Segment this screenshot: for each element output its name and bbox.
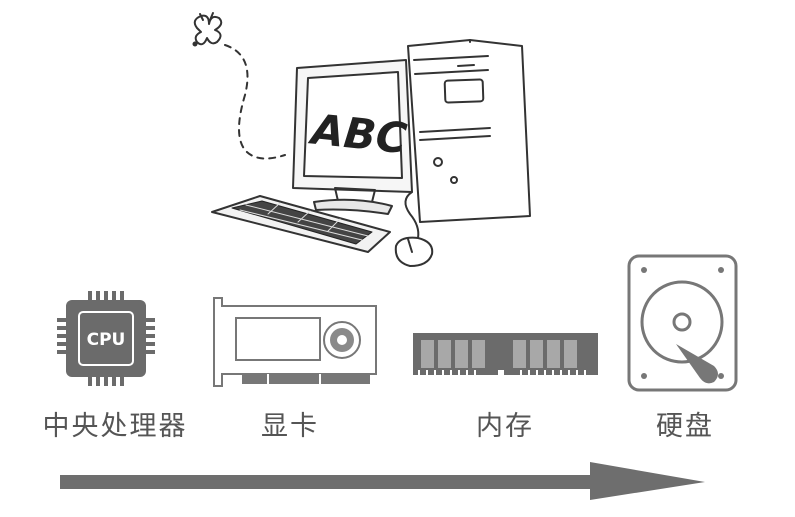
monitor — [292, 59, 413, 215]
butterfly-icon — [192, 12, 223, 47]
component-label-memory: 内存 — [476, 411, 534, 442]
component-label-cpu: 中央处理器 — [42, 411, 188, 442]
speed-direction-arrow — [60, 462, 705, 500]
graphics-card-icon — [213, 297, 377, 387]
cpu-chip-label: CPU — [87, 330, 126, 350]
pc-tower — [407, 39, 531, 223]
cpu-chip-icon — [57, 291, 155, 386]
component-label-hard-disk: 硬盘 — [656, 411, 714, 442]
computer-illustration — [192, 12, 531, 267]
keyboard-illustration — [211, 195, 391, 253]
mouse-illustration — [394, 191, 434, 267]
hard-disk-icon — [627, 254, 738, 392]
ram-stick-icon — [413, 333, 598, 375]
screen-text: ABC — [306, 104, 409, 163]
butterfly-flight-path — [224, 44, 286, 160]
component-label-graphics-card: 显卡 — [261, 411, 319, 442]
